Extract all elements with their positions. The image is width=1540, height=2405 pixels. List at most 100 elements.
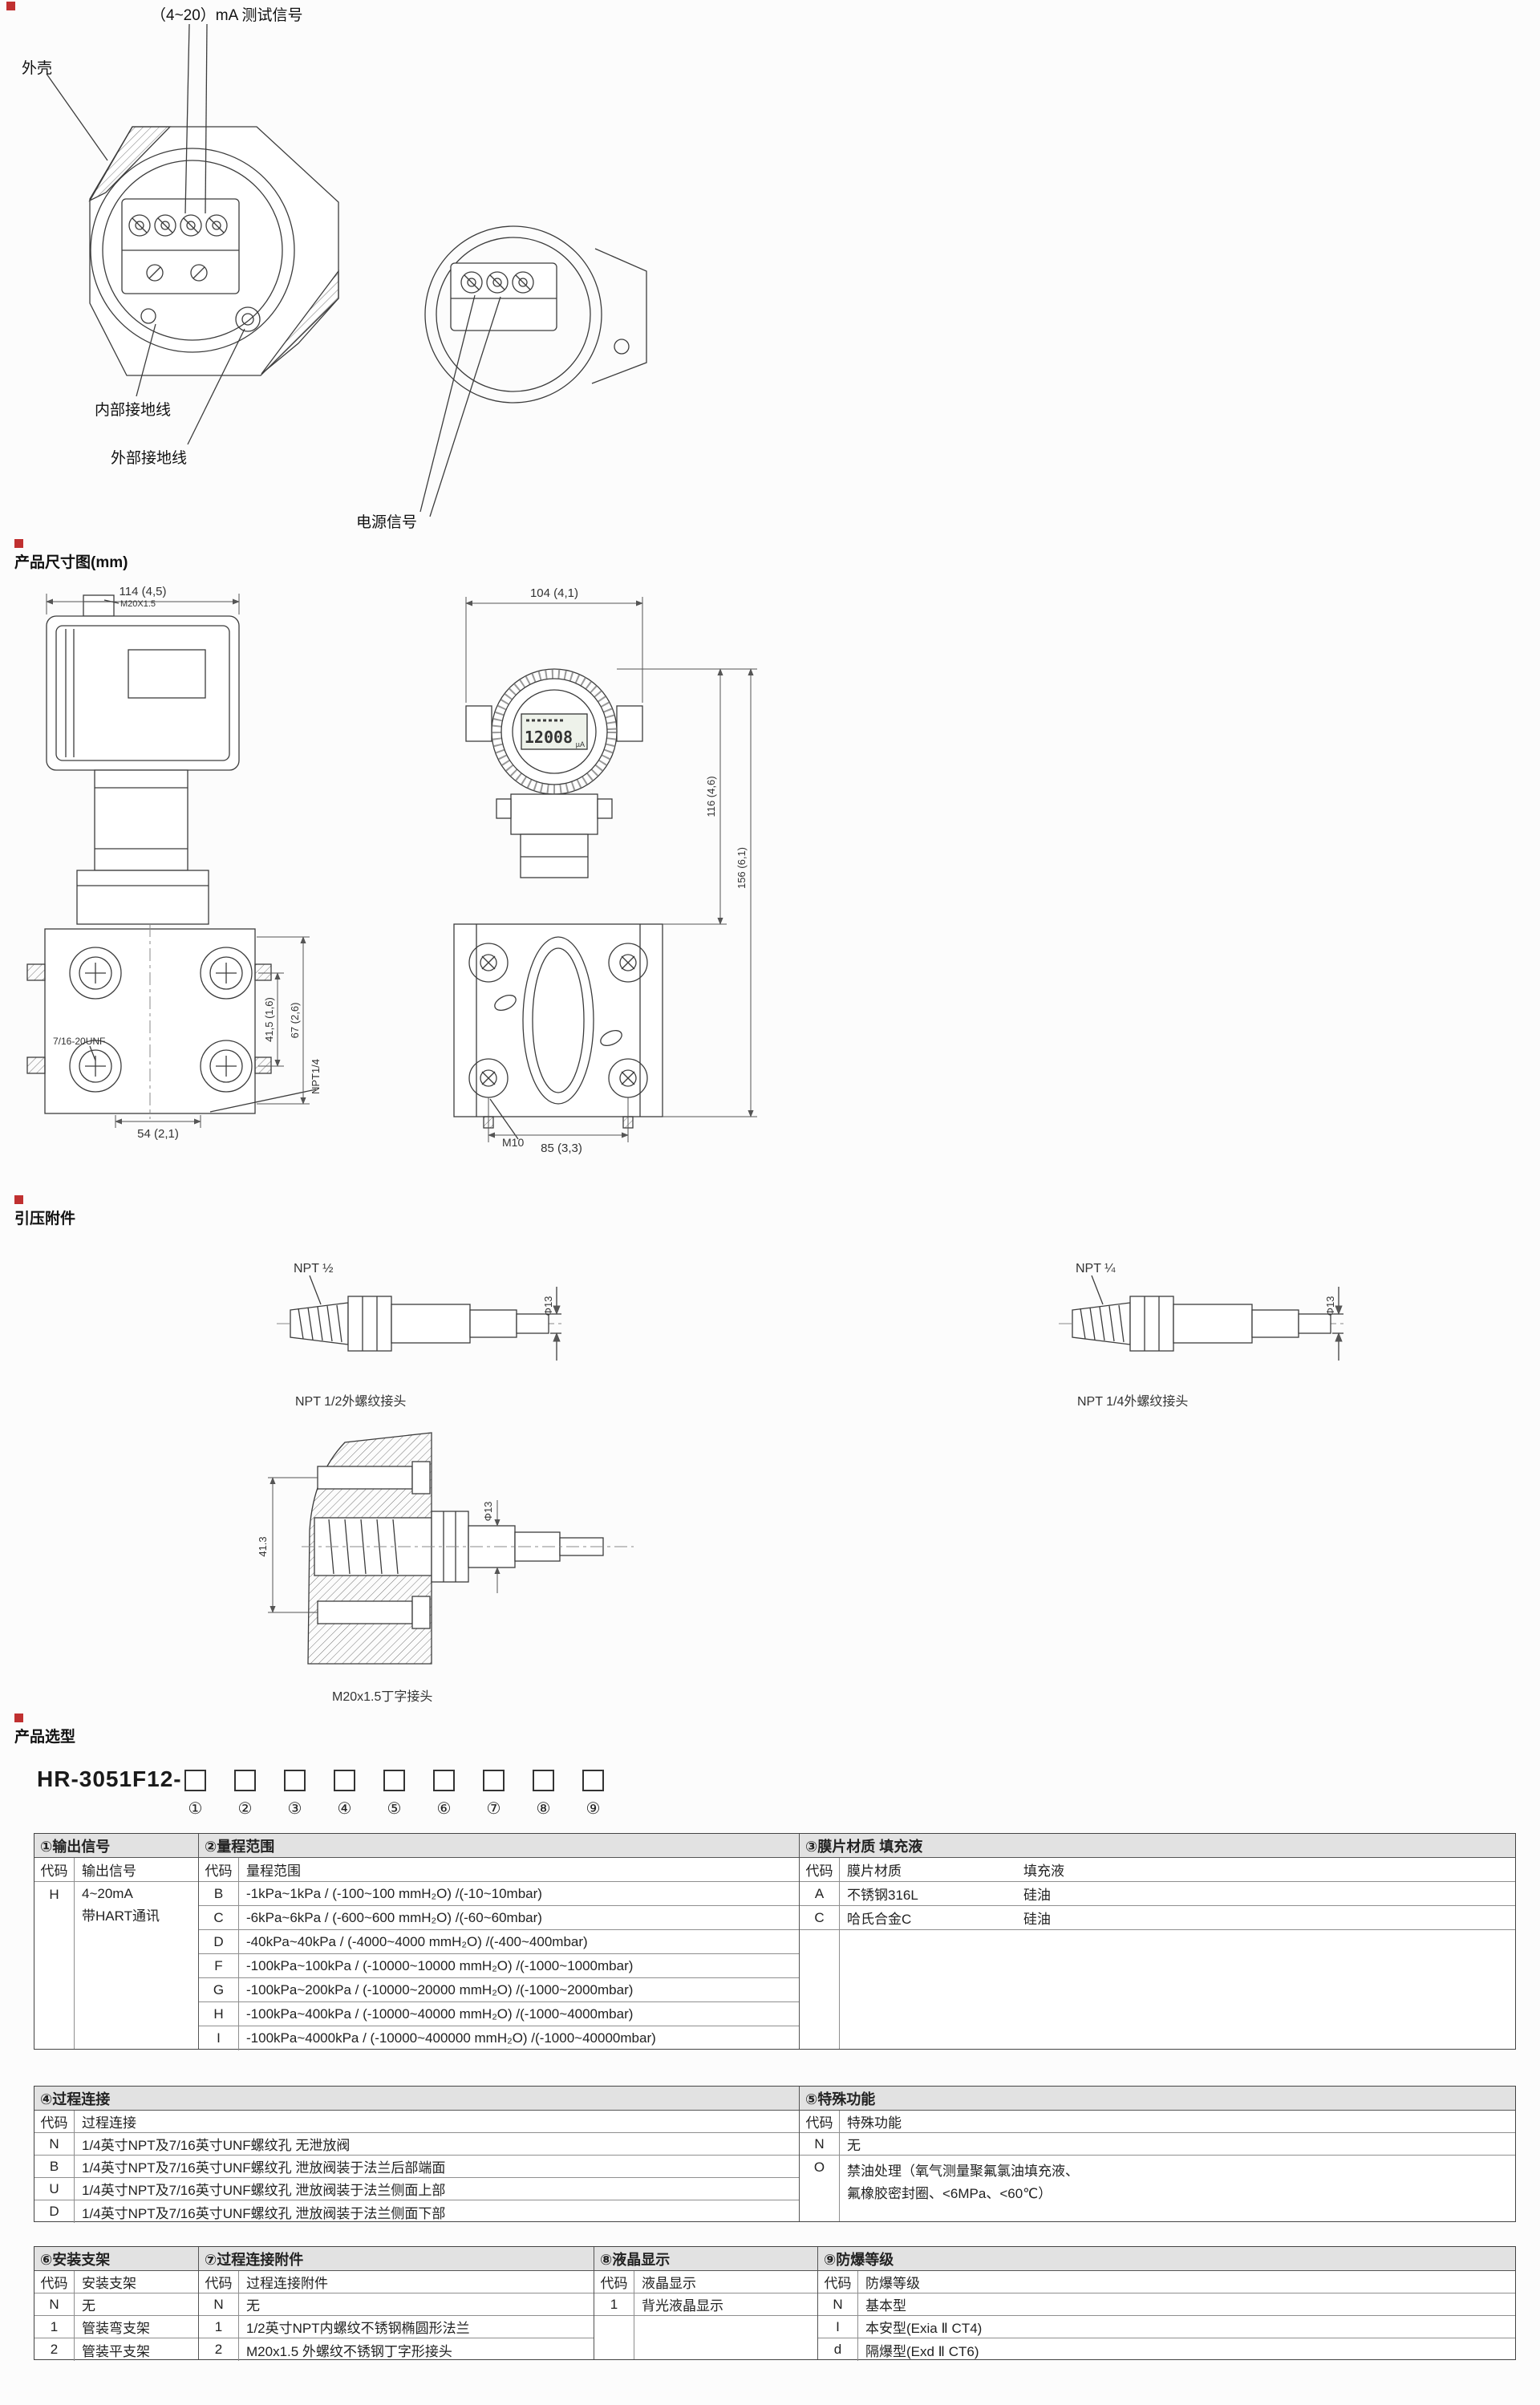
value-cell: 1/4英寸NPT及7/16英寸UNF螺纹孔 无泄放阀 [82, 2138, 351, 2153]
selection-table-2: ④过程连接 代码 过程连接 N 1/4英寸NPT及7/16英寸UNF螺纹孔 无泄… [34, 2086, 1516, 2223]
code-cell: 2 [199, 2338, 239, 2361]
value-header: 输出信号 [82, 1864, 136, 1879]
npt-half-thread-label: NPT ½ [294, 1262, 334, 1276]
code-cell: N [34, 2293, 75, 2315]
section-marker-fittings [14, 1195, 23, 1204]
value-cell: 1/4英寸NPT及7/16英寸UNF螺纹孔 泄放阀装于法兰侧面下部 [82, 2205, 446, 2221]
code-cell: I [818, 2316, 858, 2338]
column-title: ③膜片材质 填充液 [800, 1834, 1515, 1858]
dim-54-label: 54 (2,1) [137, 1127, 179, 1141]
material-cell: 哈氏合金C [847, 1912, 912, 1927]
dimension-drawings-svg: 114 (4,5) M20X1.5 7/16-20UNF 41,5 (1,6) … [26, 585, 757, 1155]
subheader-row: 代码 量程范围 [199, 1858, 799, 1882]
table-row: I -100kPa~4000kPa / (-10000~400000 mmH₂O… [199, 2026, 799, 2050]
value-cell: 1/2英寸NPT内螺纹不锈钢椭圆形法兰 [246, 2321, 470, 2336]
table-row: D -40kPa~40kPa / (-4000~4000 mmH₂O) /(-4… [199, 1930, 799, 1954]
fill-cell: 硅油 [1023, 1912, 1051, 1927]
dim-85-label: 85 (3,3) [541, 1142, 582, 1155]
section-marker-dimensions [14, 539, 23, 548]
code-cell: C [800, 1906, 840, 1929]
empty-filler [800, 2200, 1515, 2221]
selection-table-1: ①输出信号 代码 输出信号 H 4~20mA 带HART通讯 ②量程范围 代码 … [34, 1833, 1516, 2050]
value-cell: -100kPa~400kPa / (-10000~40000 mmH₂O) /(… [246, 2006, 634, 2022]
table-row: N 无 [199, 2293, 594, 2316]
value-cell: -100kPa~4000kPa / (-10000~400000 mmH₂O) … [246, 2030, 656, 2046]
npt-half-caption: NPT 1/2外螺纹接头 [295, 1394, 406, 1409]
code-header: 代码 [199, 1858, 239, 1881]
value-cell: -6kPa~6kPa / (-600~600 mmH₂O) /(-60~60mb… [246, 1909, 542, 1925]
value-cell: 无 [847, 2138, 861, 2153]
subheader-row: 代码 输出信号 [34, 1858, 198, 1882]
value-cell: 隔爆型(Exd Ⅱ CT6) [865, 2343, 979, 2359]
lcd-value: 12008 [525, 728, 573, 747]
position-number-4: ④ [337, 1800, 352, 1818]
code-cell: N [34, 2133, 75, 2155]
subheader-row: 代码 安装支架 [34, 2271, 198, 2293]
value-cell: 管装平支架 [82, 2343, 150, 2359]
fittings-section-title: 引压附件 [14, 1211, 76, 1227]
code-header: 代码 [818, 2271, 858, 2293]
dim-npt14-label: NPT1/4 [310, 1059, 322, 1094]
table-row: N 基本型 [818, 2293, 1515, 2316]
column-lcd-display: ⑧液晶显示 代码 液晶显示 1 背光液晶显示 [594, 2247, 817, 2359]
npt-half-dia-label: Φ13 [542, 1296, 554, 1316]
code-header: 代码 [800, 1858, 840, 1881]
column-title: ②量程范围 [199, 1834, 799, 1858]
code-cell: N [199, 2293, 239, 2315]
code-header: 代码 [34, 2271, 75, 2293]
code-cell: O [800, 2156, 840, 2200]
value-cell: -1kPa~1kPa / (-100~100 mmH₂O) /(-10~10mb… [246, 1885, 542, 1901]
model-digit-box-4 [334, 1770, 355, 1791]
subheader-row: 代码 液晶显示 [594, 2271, 817, 2293]
code-cell: C [199, 1906, 239, 1929]
subheader-row: 代码 过程连接附件 [199, 2271, 594, 2293]
table-row: C -6kPa~6kPa / (-600~600 mmH₂O) /(-60~60… [199, 1906, 799, 1930]
label-housing: 外壳 [22, 60, 53, 77]
position-number-9: ⑨ [586, 1800, 601, 1818]
value-cell: 1/4英寸NPT及7/16英寸UNF螺纹孔 泄放阀装于法兰侧面上部 [82, 2183, 446, 2198]
code-cell: I [199, 2026, 239, 2050]
column-accessory: ⑦过程连接附件 代码 过程连接附件 N 无 1 1/2英寸NPT内螺纹不锈钢椭圆… [198, 2247, 594, 2361]
table-row: 2 管装平支架 [34, 2338, 198, 2361]
side-view-dimension-lines [46, 594, 310, 1128]
terminal-drawings-svg [46, 23, 647, 517]
subheader-row: 代码 特殊功能 [800, 2111, 1515, 2133]
empty-filler [594, 2316, 817, 2359]
position-number-3: ③ [287, 1800, 302, 1818]
position-number-2: ② [237, 1800, 253, 1818]
code-cell: 1 [594, 2293, 634, 2315]
label-internal-ground: 内部接地线 [95, 402, 172, 419]
position-number-1: ① [188, 1800, 203, 1818]
column-bracket: ⑥安装支架 代码 安装支架 N 无 1 管装弯支架 2 管装平支架 [34, 2247, 198, 2361]
code-cell: H [34, 1882, 75, 1932]
position-number-8: ⑧ [536, 1800, 551, 1818]
table-row: N 1/4英寸NPT及7/16英寸UNF螺纹孔 无泄放阀 [34, 2133, 799, 2156]
column-range: ②量程范围 代码 量程范围 B -1kPa~1kPa / (-100~100 m… [198, 1834, 799, 2050]
table-row: 1 背光液晶显示 [594, 2293, 817, 2316]
column-title: ④过程连接 [34, 2087, 799, 2111]
value-cell: 4~20mA 带HART通讯 [75, 1882, 198, 1932]
value-header: 过程连接 [82, 2115, 136, 2131]
section-marker-selection [14, 1714, 23, 1722]
m20-tee-height-label: 41.3 [257, 1536, 269, 1556]
transmitter-side-view [26, 594, 317, 1119]
fill-header: 填充液 [1023, 1864, 1064, 1879]
code-cell: H [199, 2002, 239, 2026]
column-title: ①输出信号 [34, 1834, 198, 1858]
table-row: d 隔爆型(Exd Ⅱ CT6) [818, 2338, 1515, 2361]
table-row: I 本安型(Exia Ⅱ CT4) [818, 2316, 1515, 2338]
lcd-unit-label: µA [576, 740, 585, 748]
subheader-row: 代码 防爆等级 [818, 2271, 1515, 2293]
dim-m10-label: M10 [502, 1136, 524, 1149]
output-signal-line2: 带HART通讯 [82, 1908, 160, 1924]
table-row: H -100kPa~400kPa / (-10000~40000 mmH₂O) … [199, 2002, 799, 2026]
table-row: D 1/4英寸NPT及7/16英寸UNF螺纹孔 泄放阀装于法兰侧面下部 [34, 2200, 799, 2223]
code-cell: G [199, 1978, 239, 2001]
npt-half-fitting-drawing [277, 1276, 565, 1361]
material-header: 膜片材质 [847, 1864, 902, 1879]
dim-116-label: 116 (4,6) [705, 776, 717, 817]
dim-m20-thread-label: M20X1.5 [120, 599, 156, 609]
label-power-signal: 电源信号 [356, 514, 418, 531]
npt-quarter-fitting-drawing [1059, 1276, 1348, 1361]
value-cell: 无 [246, 2298, 260, 2314]
